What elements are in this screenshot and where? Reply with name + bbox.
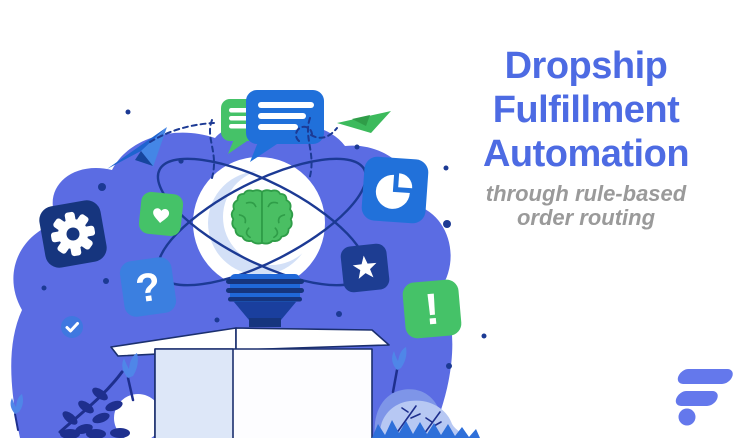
paper-plane-green-icon	[337, 111, 391, 133]
decorative-dots	[41, 109, 487, 369]
exclamation-glyph: !	[423, 284, 442, 334]
question-mark-icon: ?	[119, 257, 177, 317]
box-body-shade	[154, 348, 234, 438]
grass	[372, 420, 480, 438]
box-flap-right	[235, 327, 390, 351]
headline-block: Dropship Fulfillment Automation through …	[452, 44, 720, 230]
open-box	[110, 327, 390, 438]
dashed-doodles	[149, 117, 338, 181]
question-glyph: ?	[133, 265, 163, 312]
pie-chart-icon	[361, 156, 429, 224]
chat-bubble-blue	[246, 90, 324, 162]
plants-left	[10, 353, 138, 438]
chat-bubbles-icon	[221, 90, 324, 162]
checkmark-icon	[61, 316, 83, 338]
plants-right	[372, 347, 480, 438]
tulip-flower	[10, 353, 138, 431]
page-title: Dropship Fulfillment Automation	[482, 45, 690, 175]
exclamation-icon: !	[402, 279, 462, 339]
brand-f-logo	[675, 369, 733, 426]
brain-icon	[230, 189, 294, 245]
gear-icon	[39, 200, 107, 268]
star-icon	[340, 243, 390, 293]
logo-dot	[678, 408, 696, 426]
bulb-base	[226, 274, 304, 327]
white-pebble	[114, 394, 162, 438]
heart-icon	[138, 191, 184, 237]
page-subtitle: through rule-based order routing	[485, 181, 687, 230]
